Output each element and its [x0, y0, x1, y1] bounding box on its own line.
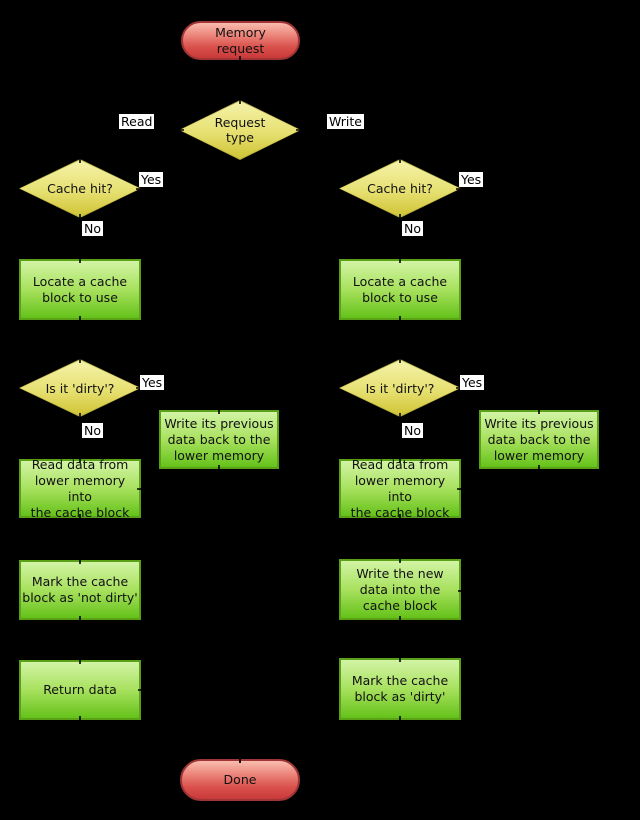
edge-request-type-write	[296, 129, 401, 163]
edge-label-yes-write-cachehit: Yes	[459, 172, 484, 187]
edge-read-return-to-done	[79, 716, 241, 763]
node-read-mark-not-dirty: Mark the cache block as 'not dirty'	[19, 560, 141, 620]
node-label: Locate a cache block to use	[32, 273, 128, 305]
edge-write-writeback-to-read	[457, 465, 540, 490]
edge-label-no-read-cachehit: No	[82, 221, 103, 236]
edge-label-yes-read-cachehit: Yes	[139, 172, 164, 187]
node-label: Cache hit?	[367, 181, 433, 196]
node-label: Read data from lower memory into the cac…	[30, 456, 130, 520]
node-label: Cache hit?	[47, 181, 113, 196]
node-label: Write its previous data back to the lowe…	[484, 415, 594, 463]
node-read-is-dirty: Is it 'dirty'?	[19, 359, 141, 417]
edge-read-dirty-yes	[136, 387, 220, 414]
node-label: Mark the cache block as 'not dirty'	[22, 574, 138, 605]
node-label: Is it 'dirty'?	[45, 380, 115, 396]
node-write-cache-hit: Cache hit?	[339, 159, 461, 218]
edge-label-yes-read-dirty: Yes	[140, 375, 165, 390]
node-label: Done	[223, 772, 257, 787]
edge-label-no-read-dirty: No	[82, 423, 103, 438]
edge-label-write: Write	[327, 114, 365, 129]
node-label: Locate a cache block to use	[352, 273, 448, 305]
edge-write-dirty-yes	[456, 387, 540, 414]
node-request-type: Request type	[179, 100, 301, 160]
edge-read-cachehit-yes	[136, 188, 151, 691]
node-label: Memory request	[215, 24, 266, 56]
edge-label-read: Read	[119, 114, 155, 129]
node-label: Mark the cache block as 'dirty'	[351, 673, 449, 704]
node-write-write-back: Write its previous data back to the lowe…	[479, 410, 599, 469]
node-memory-request: Memory request	[181, 21, 300, 60]
node-label: Write the new data into the cache block	[356, 565, 444, 613]
node-label: Write its previous data back to the lowe…	[164, 415, 274, 463]
node-read-write-back: Write its previous data back to the lowe…	[159, 410, 279, 469]
edge-request-type-read	[79, 129, 184, 163]
node-write-mark-dirty: Mark the cache block as 'dirty'	[339, 658, 461, 720]
node-write-is-dirty: Is it 'dirty'?	[339, 359, 461, 417]
edge-write-mark-to-done	[239, 716, 401, 763]
edge-label-yes-write-dirty: Yes	[460, 375, 485, 390]
node-label: Return data	[43, 682, 117, 697]
edge-read-writeback-to-read	[137, 465, 220, 490]
edge-label-no-write-dirty: No	[402, 423, 423, 438]
edge-label-no-write-cachehit: No	[402, 221, 423, 236]
node-label: Read data from lower memory into the cac…	[350, 456, 450, 520]
node-label: Request type	[214, 115, 266, 145]
node-label: Is it 'dirty'?	[365, 380, 435, 396]
edge-write-cachehit-yes	[456, 188, 471, 592]
node-read-cache-hit: Cache hit?	[19, 159, 141, 218]
